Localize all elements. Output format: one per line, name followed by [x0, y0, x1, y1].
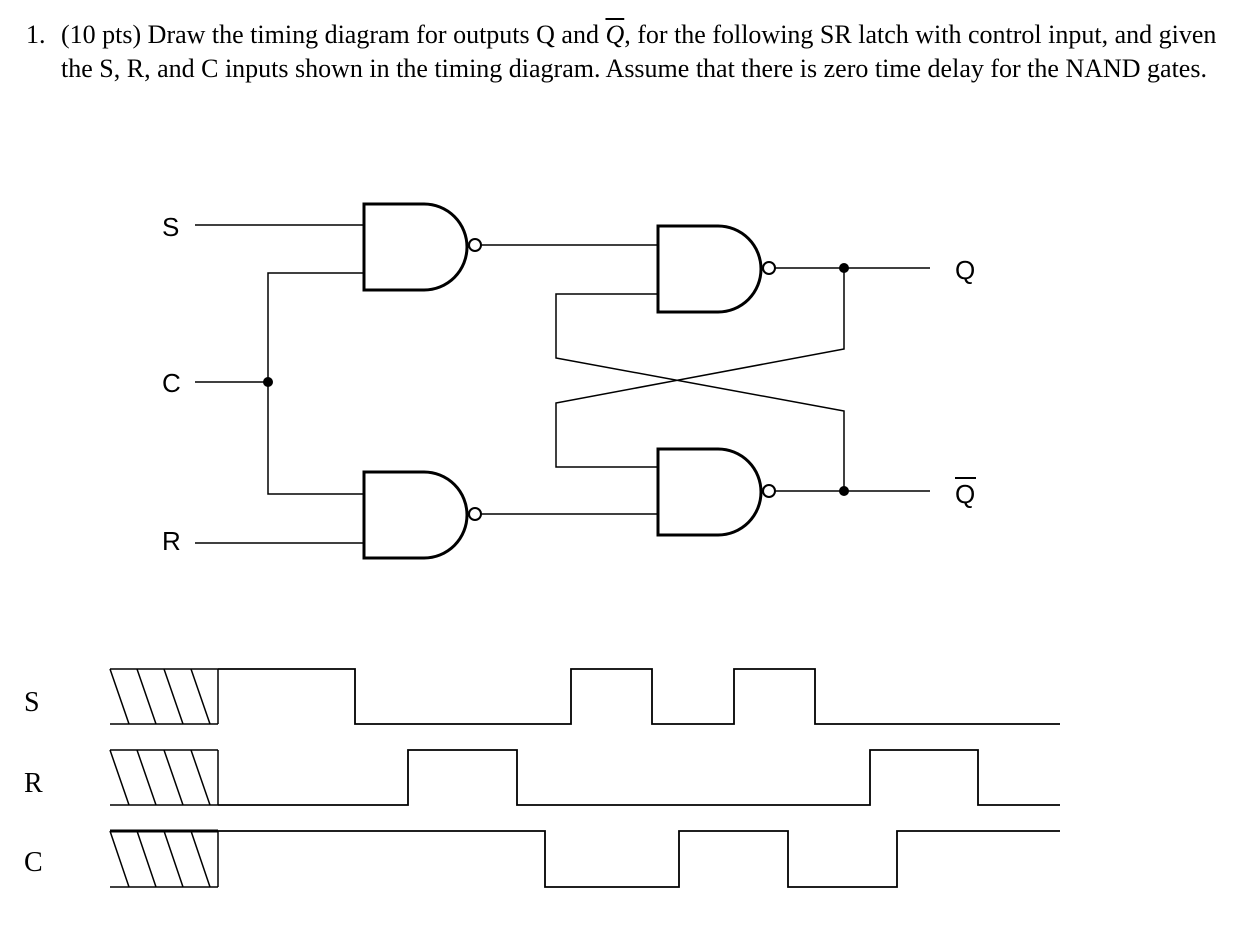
- nand-gate-2: [362, 470, 469, 560]
- feedback-qbar-to-g3: [555, 293, 845, 491]
- circuit-label-q: Q: [955, 255, 975, 285]
- nand-gate-3: [656, 224, 763, 314]
- timing-label-c: C: [24, 847, 43, 878]
- inverter-bubble-4: [762, 484, 776, 498]
- timing-label-s: S: [24, 687, 40, 718]
- inverter-bubble-3: [762, 261, 776, 275]
- hatch-s: [109, 668, 219, 725]
- waveform-r: [218, 749, 1060, 806]
- junction-c: [263, 377, 273, 387]
- hatch-c: [109, 829, 219, 888]
- problem-statement: 1. (10 pts) Draw the timing diagram for …: [26, 18, 1226, 86]
- timing-diagram: S R C: [24, 668, 1060, 888]
- circuit-label-r: R: [162, 526, 181, 556]
- feedback-q-to-g4: [555, 268, 845, 468]
- problem-number: 1.: [26, 20, 46, 49]
- waveform-s: [218, 668, 1060, 725]
- inverter-bubble-2: [468, 507, 482, 521]
- hatch-r: [109, 749, 219, 806]
- q-bar-inline: Q: [605, 20, 625, 49]
- circuit-label-s: S: [162, 212, 179, 242]
- problem-body: (10 pts) Draw the timing diagram for out…: [61, 18, 1226, 86]
- problem-text-2: , for the following SR latch with contro…: [61, 20, 1217, 83]
- nand-gate-1: [362, 202, 469, 292]
- waveform-c: [218, 830, 1060, 888]
- wire-c-branch: [267, 272, 364, 495]
- circuit-label-c: C: [162, 368, 181, 398]
- circuit-label-qbar: Q: [955, 479, 975, 509]
- nand-gate-4: [656, 447, 763, 537]
- timing-label-r: R: [24, 768, 43, 799]
- inverter-bubble-1: [468, 238, 482, 252]
- problem-text-1: Draw the timing diagram for outputs Q an…: [147, 20, 606, 49]
- sr-latch-circuit: S C R Q Q: [162, 202, 976, 560]
- problem-points: (10 pts): [61, 20, 142, 49]
